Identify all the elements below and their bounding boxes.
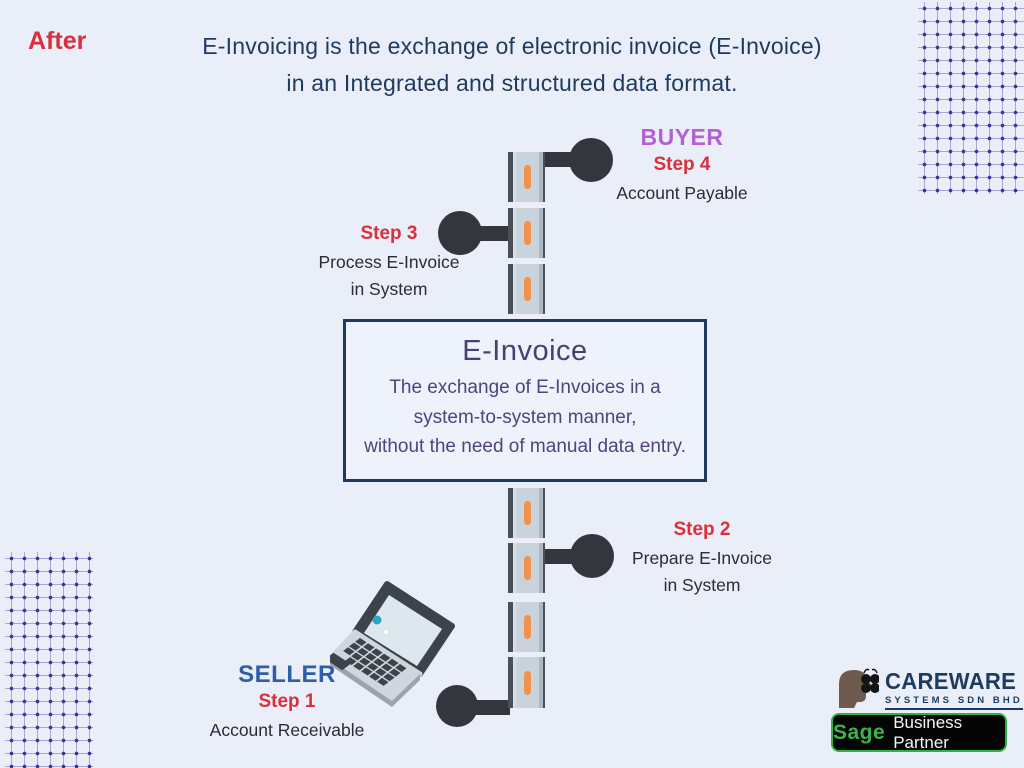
pipe-segment (508, 264, 545, 314)
step3-description-line2: in System (350, 278, 428, 299)
step4-label: Step 4 (653, 154, 711, 175)
step2-label-block: Step 2 Prepare E-Invoice in System (602, 515, 802, 598)
page-title-line-2: in an Integrated and structured data for… (286, 70, 738, 96)
e-invoice-box-line2: system-to-system manner, (413, 406, 637, 428)
pipe-segment (508, 208, 545, 258)
pipe-segment (508, 152, 545, 202)
pipe-dash-icon (524, 277, 531, 301)
careware-logo: CAREWARE SYSTEMS SDN BHD (833, 665, 1023, 714)
step1-description: Account Receivable (209, 720, 365, 740)
step2-node-icon (570, 534, 614, 578)
pipe-segment (508, 543, 545, 593)
e-invoice-box-line3: without the need of manual data entry. (364, 436, 686, 457)
careware-logo-text: CAREWARE SYSTEMS SDN BHD (885, 669, 1023, 710)
buyer-label: BUYER (640, 124, 724, 150)
e-invoice-definition-box: E-Invoice The exchange of E-Invoices in … (343, 319, 707, 482)
laptop-icon (325, 580, 462, 715)
seller-label: SELLER (238, 661, 336, 688)
careware-title: CAREWARE (885, 668, 1017, 694)
step3-label-block: Step 3 Process E-Invoice in System (289, 219, 489, 302)
step4-node-icon (569, 138, 613, 182)
pipe-dash-icon (524, 615, 531, 639)
step1-label: Step 1 (258, 691, 316, 712)
step2-label: Step 2 (673, 519, 731, 540)
step2-description-line1: Prepare E-Invoice (631, 548, 773, 568)
page-title-line-1: E-Invoicing is the exchange of electroni… (202, 33, 822, 59)
step4-connector-bar (543, 152, 577, 167)
sage-partner-text: Business Partner (893, 712, 963, 752)
seller-step1-label-block: SELLER Step 1 Account Receivable (187, 662, 387, 744)
careware-subtitle: SYSTEMS SDN BHD (885, 695, 1023, 710)
pipe-segment (508, 657, 545, 708)
sage-logo: Sage (833, 720, 886, 744)
pipe-dash-icon (524, 165, 531, 189)
step1-node-icon (436, 685, 478, 727)
page-title: E-Invoicing is the exchange of electroni… (112, 28, 912, 102)
careware-logo-icon (833, 665, 880, 714)
e-invoice-box-line1: The exchange of E-Invoices in a (389, 377, 661, 398)
step2-description-line2: in System (663, 574, 741, 595)
dot-grid-decoration-top-right (918, 2, 1024, 194)
pipe-segment (508, 488, 545, 538)
step3-node-icon (438, 211, 482, 255)
step4-description: Account Payable (616, 183, 748, 203)
step3-description-line1: Process E-Invoice (318, 252, 460, 272)
sage-partner-badge: Sage Business Partner (831, 713, 1007, 752)
buyer-step4-label-block: BUYER Step 4 Account Payable (592, 125, 772, 207)
after-label: After (28, 27, 87, 55)
step3-label: Step 3 (360, 223, 418, 244)
e-invoice-box-title: E-Invoice (462, 335, 588, 367)
pipe-dash-icon (524, 556, 531, 580)
pipe-dash-icon (524, 221, 531, 245)
pipe-dash-icon (524, 670, 531, 695)
dot-grid-decoration-bottom-left (5, 552, 93, 768)
pipe-segment (508, 602, 545, 652)
pipe-dash-icon (524, 501, 531, 525)
